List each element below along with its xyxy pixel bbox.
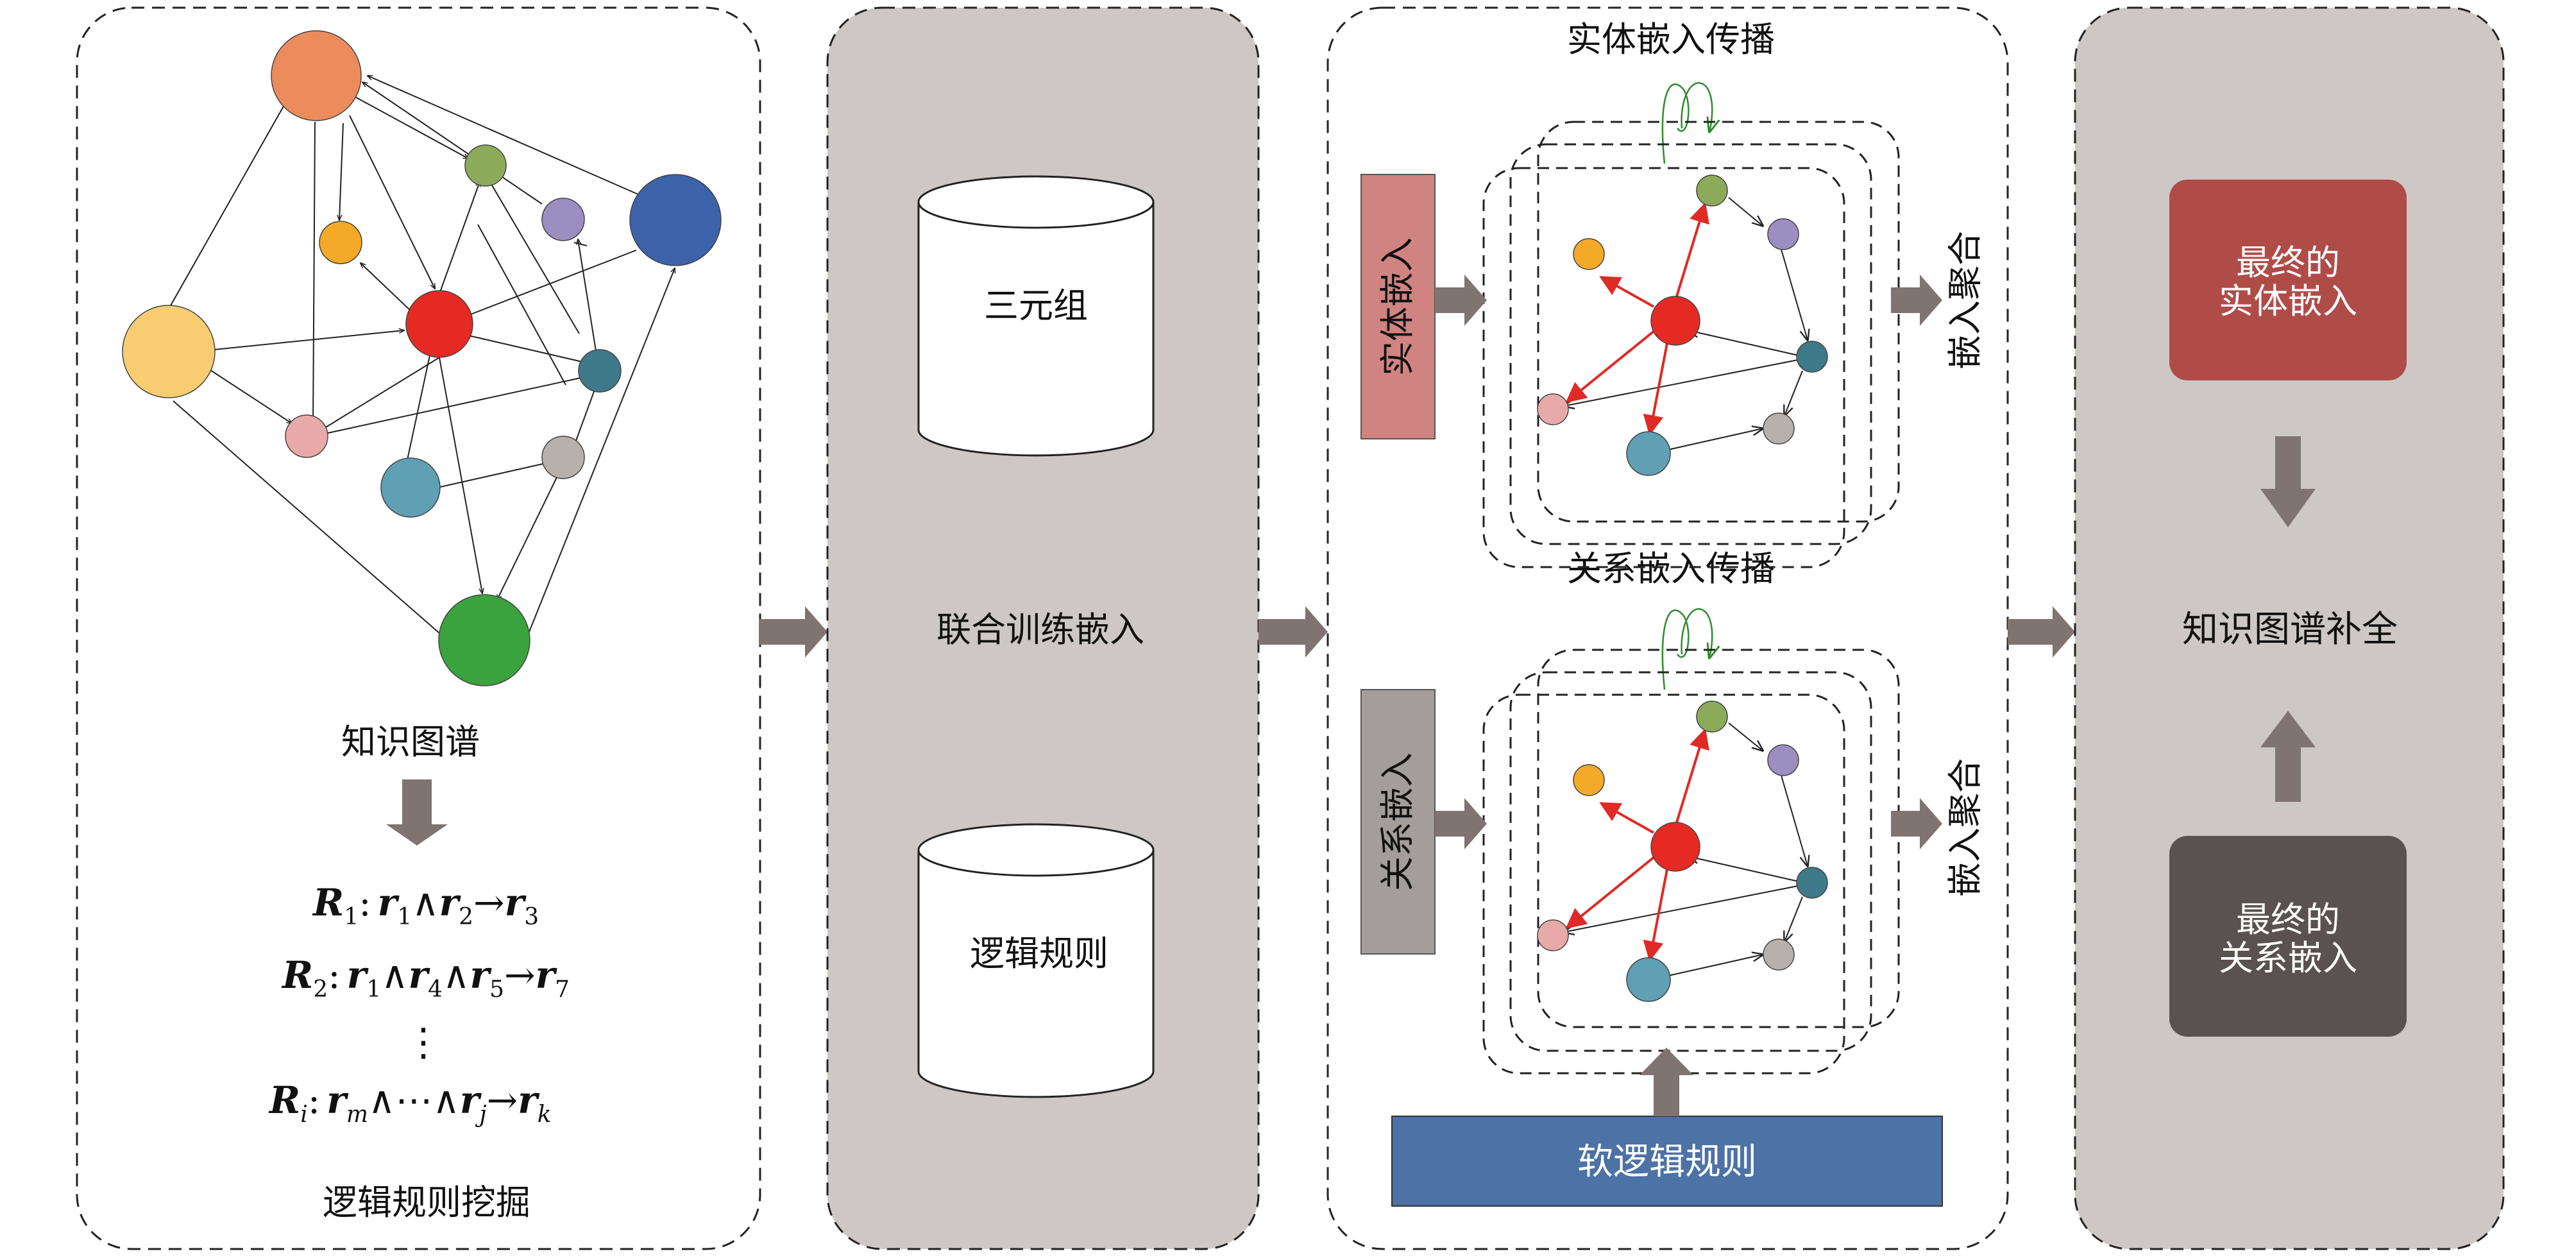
entity-propagation-title: 实体嵌入传播	[1567, 19, 1775, 60]
arrow-relation-aggregate	[1891, 798, 1942, 849]
kg-node-yellow-large	[122, 305, 216, 398]
kg-node-cyan	[380, 457, 441, 518]
kg-node-orange-large	[271, 30, 362, 121]
kg-node-green-large	[438, 594, 530, 686]
entity-embedding-input-box	[1360, 174, 1436, 439]
database-triples	[917, 175, 1155, 457]
kg-node-blue-large	[629, 174, 722, 266]
rule-vdots: ⋮	[404, 1020, 443, 1065]
kg-title: 知识图谱	[341, 722, 480, 762]
rule-list: R1:r1∧r2→r3 R2:r1∧r4∧r5→r7 ⋮ Ri:rm∧⋯∧rj→…	[268, 881, 570, 1128]
final-entity-embedding-line2: 实体嵌入	[2219, 281, 2357, 321]
kg-completion-label: 知识图谱补全	[2182, 609, 2398, 650]
final-relation-embedding-box	[2169, 836, 2407, 1037]
arrow-down-kg-to-rules	[386, 779, 448, 846]
kg-node-olive	[464, 144, 507, 187]
soft-logic-rules-label: 软逻辑规则	[1577, 1141, 1757, 1183]
arrow-entity-aggregate	[1891, 275, 1942, 326]
final-entity-embedding-box	[2169, 180, 2407, 380]
loop-icon-relation	[1661, 608, 1712, 690]
mini-graph-relation	[1537, 701, 1828, 1002]
mini-graph-entity	[1537, 174, 1828, 476]
relation-aggregate-label: 嵌入聚合	[1945, 758, 1985, 897]
entity-embedding-input-label: 实体嵌入	[1377, 237, 1418, 376]
arrow-soft-rules-up	[1640, 1048, 1693, 1116]
arrow-final-relation-up	[2260, 711, 2316, 802]
relation-embedding-input-box	[1360, 689, 1436, 955]
kg-node-red	[405, 290, 473, 358]
final-relation-embedding-line2: 关系嵌入	[2219, 938, 2357, 978]
arrow-entity-input-to-stack	[1435, 275, 1487, 326]
kg-node-lavender	[541, 198, 585, 241]
arrow-panel3-to-panel4	[2008, 606, 2075, 658]
database-rules	[917, 823, 1155, 1098]
rule-1: R1:r1∧r2→r3	[312, 881, 539, 930]
final-entity-embedding-line1: 最终的	[2236, 242, 2340, 283]
kg-node-pink	[285, 414, 328, 458]
db-rules-label: 逻辑规则	[970, 933, 1108, 974]
db-triples-label: 三元组	[984, 285, 1088, 326]
entity-aggregate-label: 嵌入聚合	[1945, 231, 1985, 370]
arrow-panel1-to-panel2	[759, 606, 827, 658]
arrow-relation-input-to-stack	[1435, 798, 1487, 849]
relation-propagation-title: 关系嵌入传播	[1567, 548, 1775, 589]
rule-i: Ri:rm∧⋯∧rj→rk	[268, 1078, 552, 1128]
soft-logic-rules-box	[1391, 1116, 1943, 1207]
arrow-panel2-to-panel3	[1258, 606, 1328, 658]
final-relation-embedding-line1: 最终的	[2236, 899, 2340, 940]
joint-training-label: 联合训练嵌入	[936, 609, 1144, 650]
kg-nodes	[122, 30, 722, 686]
entity-stack-frames	[1482, 121, 1900, 568]
kg-node-gold	[319, 221, 362, 264]
rule-2: R2:r1∧r4∧r5→r7	[281, 953, 570, 1003]
relation-embedding-input-label: 关系嵌入	[1377, 752, 1418, 891]
arrow-final-entity-down	[2260, 436, 2316, 527]
loop-icon-entity	[1661, 82, 1712, 164]
kg-edges	[169, 76, 675, 637]
kg-node-gray	[541, 436, 585, 479]
rule-mining-title: 逻辑规则挖掘	[323, 1182, 530, 1223]
kg-node-teal	[578, 349, 622, 393]
panel-knowledge-graph	[76, 6, 761, 1250]
